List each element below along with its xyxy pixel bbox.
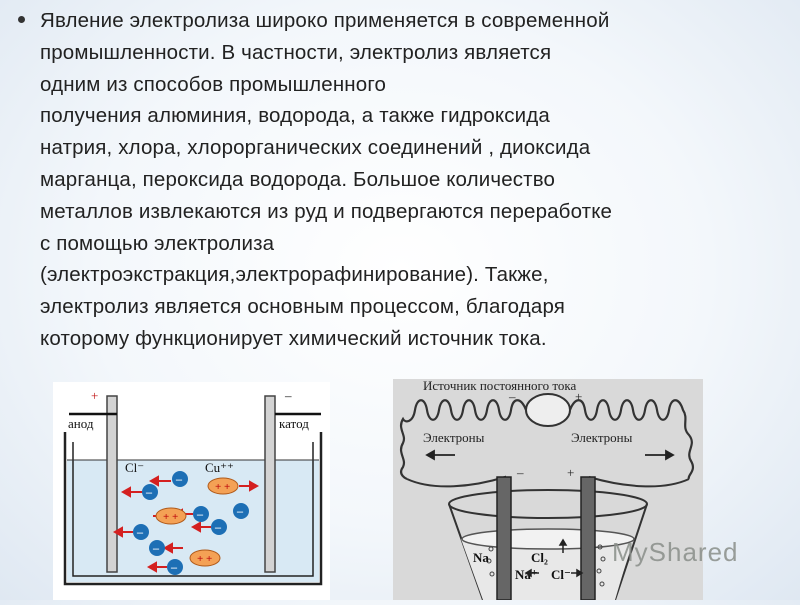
text-line: (электроэкстракция,электрорафинирование)… bbox=[40, 263, 549, 287]
text-line: натрия, хлора, хлорорганических соединен… bbox=[40, 136, 591, 160]
nacl-electrolysis-svg: Источник постоянного тока – + Электроны … bbox=[399, 378, 695, 601]
brine-surface bbox=[461, 528, 635, 550]
copper-ion-signs: + + + + + + bbox=[163, 481, 230, 565]
watermark-logo: MyShared bbox=[612, 537, 739, 568]
text-line: электролиз является основным процессом, … bbox=[40, 295, 566, 319]
anode-rod bbox=[580, 476, 596, 601]
electrolysis-cell-svg: + – анод катод Cl⁻ Cu⁺⁺ bbox=[63, 388, 323, 586]
svg-text:–: – bbox=[214, 520, 222, 534]
gas-bubbles bbox=[486, 544, 606, 587]
cathode-label: катод bbox=[279, 416, 309, 431]
watermark-text: MyShared bbox=[612, 537, 739, 567]
svg-text:–: – bbox=[170, 560, 178, 574]
text-line: которому функционирует химический источн… bbox=[40, 326, 547, 350]
source-minus-sign: – bbox=[508, 389, 516, 404]
right-wire-coil bbox=[568, 399, 695, 480]
text-line: марганца, пероксида водорода. Большое ко… bbox=[40, 167, 556, 191]
anode-plus-sign: + bbox=[91, 388, 98, 403]
electrolysis-cell-diagram: + – анод катод Cl⁻ Cu⁺⁺ bbox=[53, 382, 330, 600]
electrolyte-liquid bbox=[67, 460, 319, 582]
cathode-electrode bbox=[264, 395, 276, 573]
ion-arrows bbox=[524, 538, 584, 578]
chloride-ion-label: Cl⁻ bbox=[551, 567, 571, 582]
ion-arrows bbox=[112, 475, 260, 573]
electrode-plus-sign: + bbox=[567, 465, 574, 480]
paragraph-text: Явление электролиза широко применяется в… bbox=[40, 5, 800, 355]
electrons-left-label: Электроны bbox=[423, 430, 485, 445]
copper-ion-label: Cu⁺⁺ bbox=[205, 460, 234, 475]
cathode-minus-sign: – bbox=[284, 388, 292, 403]
text-line: одним из способов промышленного bbox=[40, 72, 387, 96]
copper-ions bbox=[155, 477, 239, 567]
vessel-outer bbox=[63, 432, 323, 586]
svg-text:–: – bbox=[196, 507, 204, 521]
text-line: металлов извлекаются из руд и подвергают… bbox=[40, 199, 613, 223]
electrode-minus-sign: – bbox=[516, 465, 524, 480]
svg-text:+ +: + + bbox=[197, 553, 212, 565]
chloride-ions bbox=[133, 471, 249, 575]
sodium-label: Na bbox=[473, 550, 489, 565]
svg-text:–: – bbox=[236, 504, 244, 518]
text-line: Явление электролиза широко применяется в… bbox=[40, 9, 610, 32]
svg-text:+ +: + + bbox=[215, 481, 230, 493]
sodium-ion-label: Na⁺ bbox=[515, 567, 538, 582]
bullet-dot bbox=[18, 16, 25, 23]
source-plus-sign: + bbox=[575, 389, 582, 404]
dc-source bbox=[525, 393, 571, 427]
vessel-inner bbox=[72, 442, 314, 577]
svg-text:–: – bbox=[152, 541, 160, 555]
svg-text:–: – bbox=[145, 485, 153, 499]
bullet-paragraph: Явление электролиза широко применяется в… bbox=[18, 5, 800, 355]
anode-electrode bbox=[106, 395, 118, 573]
electrons-right-label: Электроны bbox=[571, 430, 633, 445]
text-line: промышленности. В частности, электролиз … bbox=[40, 40, 552, 64]
text-line: с помощью электролиза bbox=[40, 231, 275, 255]
left-lead bbox=[406, 475, 506, 488]
dc-source-label: Источник постоянного тока bbox=[423, 379, 576, 393]
svg-text:–: – bbox=[136, 525, 144, 539]
chloride-ion-signs: – – – – – – – – bbox=[136, 472, 244, 574]
text-line: получения алюминия, водорода, а также ги… bbox=[40, 104, 550, 128]
chlorine-gas-label: Cl₂ bbox=[531, 550, 548, 565]
chloride-label: Cl⁻ bbox=[125, 460, 144, 475]
electron-arrows bbox=[425, 449, 675, 461]
svg-text:+ +: + + bbox=[163, 511, 178, 523]
nacl-electrolysis-diagram: Источник постоянного тока – + Электроны … bbox=[393, 378, 703, 601]
left-wire-coil bbox=[399, 399, 528, 481]
anode-label: анод bbox=[68, 416, 94, 431]
svg-text:–: – bbox=[175, 472, 183, 486]
cathode-rod bbox=[496, 476, 512, 601]
right-lead bbox=[588, 476, 690, 488]
beaker-rim bbox=[448, 489, 648, 519]
